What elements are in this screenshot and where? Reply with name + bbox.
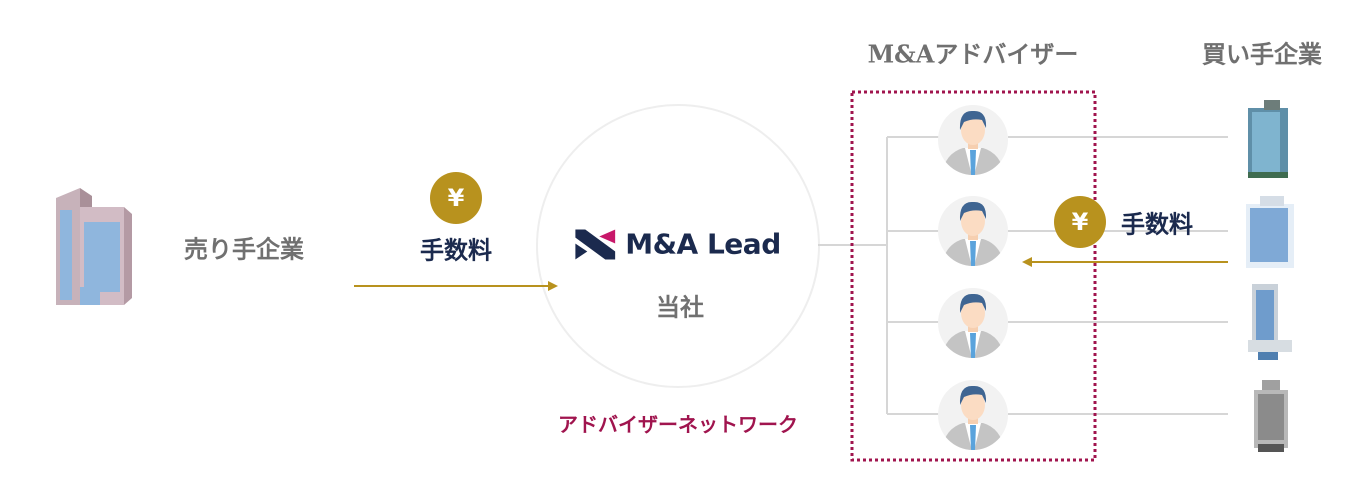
buyer-building-icon-1 xyxy=(1248,100,1288,178)
fee-label-left: 手数料 xyxy=(420,235,492,265)
advisor-avatar-icon xyxy=(938,380,1008,450)
yen-icon: ¥ xyxy=(1054,196,1106,248)
company-label: 当社 xyxy=(656,292,704,322)
yen-icon: ¥ xyxy=(430,172,482,224)
buyer-building-icon-4 xyxy=(1254,380,1288,452)
buyer-building-icon-2 xyxy=(1246,196,1294,268)
logo-text: M&A Lead xyxy=(625,227,781,261)
advisor-avatar-icon xyxy=(938,105,1008,175)
advisor-avatar-icon xyxy=(938,288,1008,358)
company-logo: M&A Lead xyxy=(575,227,781,261)
advisor-avatar-icon xyxy=(938,196,1008,266)
seller-label: 売り手企業 xyxy=(184,234,304,264)
fee-label-right: 手数料 xyxy=(1121,209,1193,239)
arrow-right-fee xyxy=(1022,257,1228,267)
advisor-network-box xyxy=(850,90,1097,462)
arrow-left-fee xyxy=(354,281,558,291)
advisor-title: M&Aアドバイザー xyxy=(867,39,1079,69)
buyer-title: 買い手企業 xyxy=(1202,39,1322,69)
logo-mark-icon xyxy=(575,229,616,259)
seller-building-icon xyxy=(56,188,132,305)
buyer-building-icon-3 xyxy=(1248,284,1292,360)
network-label: アドバイザーネットワーク xyxy=(558,412,798,437)
